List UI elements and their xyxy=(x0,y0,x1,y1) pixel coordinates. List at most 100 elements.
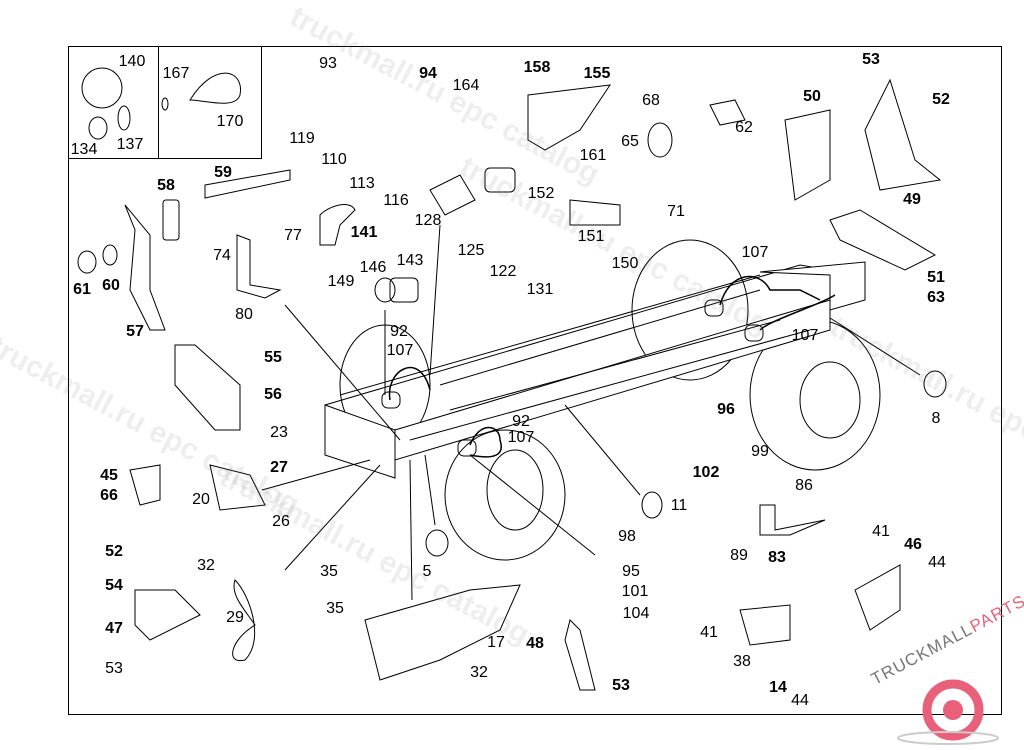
part-number-label[interactable]: 158 xyxy=(523,59,551,76)
part-number-label[interactable]: 51 xyxy=(927,269,945,286)
part-number-label[interactable]: 8 xyxy=(931,410,941,427)
part-number-label[interactable]: 122 xyxy=(489,263,517,280)
part-number-label[interactable]: 32 xyxy=(197,557,215,574)
part-number-label[interactable]: 38 xyxy=(733,653,751,670)
sensor-rear-left xyxy=(704,299,724,317)
part-number-label[interactable]: 151 xyxy=(577,228,605,245)
part-number-label[interactable]: 59 xyxy=(214,164,232,181)
part-number-label[interactable]: 164 xyxy=(452,77,480,94)
part-number-label[interactable]: 50 xyxy=(803,88,821,105)
part-number-label[interactable]: 52 xyxy=(932,91,950,108)
part-number-label[interactable]: 125 xyxy=(457,242,485,259)
part-number-label[interactable]: 27 xyxy=(270,459,288,476)
part-number-label[interactable]: 96 xyxy=(717,401,735,418)
part-number-label[interactable]: 46 xyxy=(904,536,922,553)
part-number-label[interactable]: 89 xyxy=(730,547,748,564)
part-number-label[interactable]: 149 xyxy=(327,273,355,290)
part-number-label[interactable]: 61 xyxy=(73,281,91,298)
part-number-label[interactable]: 155 xyxy=(583,65,611,82)
part-number-label[interactable]: 140 xyxy=(118,53,146,70)
part-number-label[interactable]: 77 xyxy=(284,227,302,244)
part-number-label[interactable]: 134 xyxy=(70,141,98,158)
part-number-label[interactable]: 55 xyxy=(264,349,282,366)
part-number-label[interactable]: 63 xyxy=(927,289,945,306)
part-number-label[interactable]: 94 xyxy=(419,65,437,82)
part-number-label[interactable]: 110 xyxy=(321,151,347,168)
part-number-label[interactable]: 56 xyxy=(264,386,282,403)
inset-box-cable-tie xyxy=(158,46,262,159)
part-number-label[interactable]: 101 xyxy=(621,583,649,600)
part-number-label[interactable]: 152 xyxy=(527,185,555,202)
part-number-label[interactable]: 107 xyxy=(386,342,414,359)
part-number-label[interactable]: 54 xyxy=(105,577,123,594)
part-number-label[interactable]: 23 xyxy=(270,424,288,441)
part-number-label[interactable]: 113 xyxy=(349,175,375,192)
part-number-label[interactable]: 44 xyxy=(791,692,809,709)
part-number-label[interactable]: 44 xyxy=(928,554,946,571)
part-number-label[interactable]: 49 xyxy=(903,191,921,208)
part-number-label[interactable]: 57 xyxy=(126,323,144,340)
part-number-label[interactable]: 5 xyxy=(422,563,432,580)
part-number-label[interactable]: 116 xyxy=(383,192,409,209)
part-number-label[interactable]: 47 xyxy=(105,620,123,637)
part-number-label[interactable]: 71 xyxy=(667,203,685,220)
part-number-label[interactable]: 167 xyxy=(162,65,190,82)
part-number-label[interactable]: 98 xyxy=(618,528,636,545)
part-number-label[interactable]: 80 xyxy=(235,306,253,323)
part-number-label[interactable]: 92 xyxy=(390,323,408,340)
part-number-label[interactable]: 93 xyxy=(319,55,337,72)
part-number-label[interactable]: 35 xyxy=(326,600,344,617)
part-number-label[interactable]: 26 xyxy=(272,513,290,530)
part-number-label[interactable]: 161 xyxy=(579,147,607,164)
part-number-label[interactable]: 11 xyxy=(670,497,688,514)
part-number-label[interactable]: 53 xyxy=(612,677,630,694)
part-number-label[interactable]: 53 xyxy=(105,660,123,677)
part-number-label[interactable]: 17 xyxy=(487,634,505,651)
part-number-label[interactable]: 35 xyxy=(320,563,338,580)
part-number-label[interactable]: 131 xyxy=(526,281,554,298)
part-number-label[interactable]: 86 xyxy=(795,477,813,494)
part-number-label[interactable]: 74 xyxy=(213,247,231,264)
part-number-label[interactable]: 60 xyxy=(102,277,120,294)
part-number-label[interactable]: 62 xyxy=(735,119,753,136)
part-number-label[interactable]: 107 xyxy=(791,327,819,344)
truckmall-parts-logo xyxy=(897,679,999,745)
sensor-front-right xyxy=(457,439,477,457)
part-number-label[interactable]: 52 xyxy=(105,543,123,560)
part-number-label[interactable]: 14 xyxy=(769,679,787,696)
part-number-label[interactable]: 92 xyxy=(512,413,530,430)
sensor-front-left xyxy=(381,391,401,409)
part-number-label[interactable]: 53 xyxy=(862,51,880,68)
part-number-label[interactable]: 141 xyxy=(350,224,378,241)
part-number-label[interactable]: 170 xyxy=(216,113,244,130)
part-number-label[interactable]: 146 xyxy=(359,259,387,276)
part-number-label[interactable]: 32 xyxy=(470,664,488,681)
part-number-label[interactable]: 41 xyxy=(872,523,890,540)
part-number-label[interactable]: 128 xyxy=(414,212,442,229)
part-number-label[interactable]: 29 xyxy=(226,609,244,626)
part-number-label[interactable]: 150 xyxy=(611,255,639,272)
part-number-label[interactable]: 119 xyxy=(289,130,315,147)
part-number-label[interactable]: 107 xyxy=(741,244,769,261)
part-number-label[interactable]: 68 xyxy=(642,92,660,109)
part-number-label[interactable]: 104 xyxy=(622,605,650,622)
part-number-label[interactable]: 102 xyxy=(692,464,720,481)
part-number-label[interactable]: 45 xyxy=(100,467,118,484)
sensor-rear-right xyxy=(744,324,764,342)
part-number-label[interactable]: 48 xyxy=(526,635,544,652)
part-number-label[interactable]: 65 xyxy=(621,133,639,150)
wheel-hub xyxy=(799,361,861,439)
part-number-label[interactable]: 66 xyxy=(100,487,118,504)
chassis-frame xyxy=(324,261,866,479)
part-number-label[interactable]: 83 xyxy=(768,549,786,566)
part-number-label[interactable]: 137 xyxy=(116,136,144,153)
leader-lines xyxy=(261,224,921,601)
part-number-label[interactable]: 99 xyxy=(751,443,769,460)
part-number-label[interactable]: 58 xyxy=(157,177,175,194)
part-number-label[interactable]: 20 xyxy=(192,491,210,508)
part-number-label[interactable]: 107 xyxy=(507,429,535,446)
part-number-label[interactable]: 143 xyxy=(396,252,424,269)
part-number-label[interactable]: 95 xyxy=(622,563,640,580)
part-number-label[interactable]: 41 xyxy=(700,624,718,641)
